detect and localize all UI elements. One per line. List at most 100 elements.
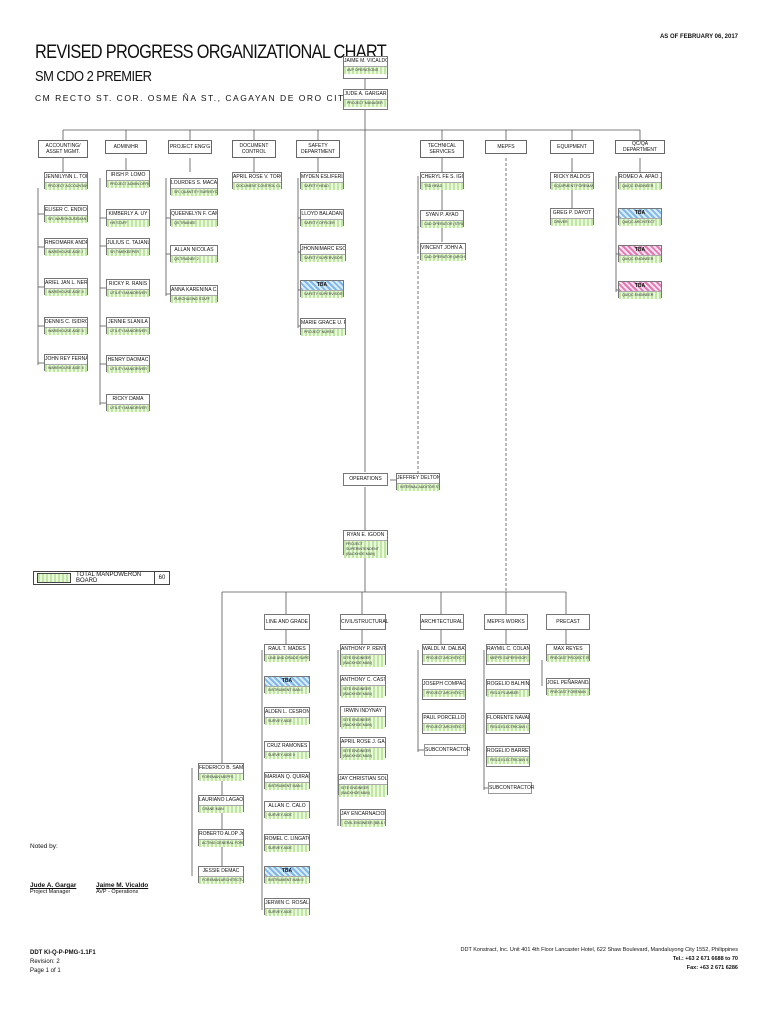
- person-name: APRIL ROSE J. GARGAR: [341, 738, 385, 748]
- person-role: FOREMAN ARCHITECTURAL: [199, 877, 243, 884]
- signatory-name: Jaime M. Vicaldo: [96, 882, 149, 889]
- person-name: KIMBERLY A. UY: [107, 210, 149, 220]
- person-name: HENRY DAOMAC: [107, 356, 149, 366]
- person-role: SURVEY AIDE II: [265, 752, 309, 759]
- person-name: ANTHONY P. RENTUMA: [341, 645, 385, 655]
- person-role: SITE ENGINEER (BACKHOE MAN): [341, 717, 385, 729]
- staff-box: JOHN REY FERNANDEZWAREHOUSE AIDE II: [44, 354, 88, 372]
- staff-box: ELISER C. ENDICOTSR. WAREHOUSEMAN: [44, 205, 88, 223]
- as-of-date: AS OF FEBRUARY 06, 2017: [659, 34, 738, 40]
- page-number: Page 1 of 1: [30, 968, 61, 974]
- person-name: TBA: [619, 282, 661, 292]
- person-role: PROJECT ACCOUNTANT: [45, 183, 87, 190]
- person-role: INSTRUMENT MAN II: [265, 877, 309, 884]
- dept-architectural: ARCHITECTURAL: [420, 614, 464, 630]
- person-name: QUEENELYN F. CAMAGAG: [171, 210, 217, 220]
- person-role: FIELD PLUMBER: [487, 690, 529, 697]
- person-name: MARIAN Q. QUIRANTE: [265, 773, 309, 783]
- person-role: PROJECT ARCHITECT: [423, 724, 465, 731]
- person-role: UTILITY MAN/DRIVER: [107, 405, 149, 412]
- staff-box: JULIUS C. TAJANLANGITSR TIMEKEEPER: [106, 238, 150, 256]
- noted-by-label: Noted by:: [30, 843, 58, 850]
- person-name: ROMEO A. APAO JR.: [619, 173, 661, 183]
- person-name: WALDL M. DALBAY: [423, 645, 465, 655]
- person-role: PRECAST PROJECT ENGINEER: [547, 655, 589, 662]
- person-name: CHERYL FE S. IGOY: [421, 173, 463, 183]
- manpower-legend: TOTAL MANPOWERON BOARD 60: [33, 571, 170, 585]
- staff-box: CHERYL FE S. IGOYTSD HEAD: [420, 172, 464, 190]
- person-name: MARIE GRACE U. RODRIGUEZ: [301, 319, 345, 329]
- person-role: FOREMAN MEPFS: [199, 774, 243, 781]
- staff-box: ANTHONY P. RENTUMASITE ENGINEER (BACKHOE…: [340, 644, 386, 667]
- person-role: DRIVER: [551, 219, 593, 226]
- person-name: TBA: [301, 281, 343, 291]
- avp-operations-box: JAIME M. VICALDO AVP OPERATIONS: [343, 56, 388, 79]
- staff-box: LOURDES S. MACALAMANSR. QUANTITY SURVEYO…: [170, 178, 218, 196]
- staff-box: FEDERICO B. SAMPOANGFOREMAN MEPFS: [198, 763, 244, 781]
- dept-project-engg: PROJECT ENG'G: [168, 140, 212, 154]
- person-name: JESSIE DEMAC: [199, 867, 243, 877]
- staff-box: QUEENELYN F. CAMAGAGQS TRAINEE: [170, 209, 218, 227]
- person-role: LINE AND GRADE SUPERVISOR: [265, 655, 309, 662]
- person-role: WAREHOUSE AIDE II: [45, 365, 87, 372]
- dept-admin-hr: ADMIN/HR: [105, 140, 147, 154]
- person-name: MAX REYES: [547, 645, 589, 655]
- person-name: LAURIANO LAGAO: [199, 796, 243, 806]
- staff-box: ARIEL JAN L. NERIOWAREHOUSE AIDE II: [44, 278, 88, 296]
- person-name: JENNILYNN L. TORNO: [45, 173, 87, 183]
- person-name: JAY ENCARNACION: [341, 810, 385, 820]
- person-name: SYAN P. AYAO: [421, 211, 463, 221]
- person-role: WAREHOUSE AIDE II: [45, 328, 87, 335]
- person-role: UTILITY MAN/DRIVER: [107, 366, 149, 373]
- person-role: WAREHOUSE AIDE II: [45, 289, 87, 296]
- person-name: JULIUS C. TAJANLANGIT: [107, 239, 149, 249]
- person-name: TBA: [265, 677, 309, 687]
- dept-line-and-grade: LINE AND GRADE: [264, 614, 310, 630]
- person-name: ROBERTO ALOP Jr.: [199, 830, 243, 840]
- person-name: DENNIS C. ISIDRO: [45, 318, 87, 328]
- legend-swatch: [37, 573, 71, 583]
- dept-document-control: DOCUMENT CONTROL: [232, 140, 276, 158]
- staff-box: JHONNIMARC ESCABINASSAFETY SUPERVISOR: [300, 244, 346, 262]
- person-role: EQUIPMENT FOREMAN: [551, 183, 593, 190]
- legend-count: 60: [154, 572, 169, 584]
- person-name: GREG P. DAYOT: [551, 209, 593, 219]
- person-name: IRWIN INDYNAY: [341, 707, 385, 717]
- person-role: SR TIMEKEEPER: [107, 249, 149, 256]
- person-name: FEDERICO B. SAMPOANG: [199, 764, 243, 774]
- person-name: JERWIN C. ROSAL: [265, 899, 309, 909]
- staff-box: ROMEL C. LINGATONGSURVEY AIDE: [264, 834, 310, 852]
- signatory-name: Jude A. Gargar: [30, 882, 77, 889]
- person-name: FLORENTE NAVALES: [487, 714, 529, 724]
- person-role: CRANE MAN: [199, 806, 243, 813]
- person-name: VINCENT JOHN A. DOLOSO: [421, 244, 465, 254]
- person-role: HR STAFF: [107, 220, 149, 227]
- person-role: PROJECT ADMIN OFFICER: [107, 181, 149, 188]
- dept-mepfs-works: MEPFS WORKS: [484, 614, 528, 630]
- staff-box: JENNILYNN L. TORNOPROJECT ACCOUNTANT: [44, 172, 88, 190]
- person-name: RICKY R. RANIS: [107, 280, 149, 290]
- person-role: CAD OPERATOR (ARCH'L): [421, 254, 465, 261]
- person-role: SITE ENGINEER (BACKHOE MAN): [341, 655, 385, 667]
- person-name: JAY CHRISTIAN SOLLOZO: [339, 775, 387, 785]
- person-role: SURVEY AIDE: [265, 718, 309, 725]
- person-role: UTILITY MAN/DRIVER: [107, 328, 149, 335]
- person-role: SAFETY OFFICER: [301, 220, 343, 227]
- person-role: SITE ENGINEER (BACKHOE MAN): [341, 748, 385, 760]
- project-address: CM RECTO ST. COR. OSME ÑA ST., CAGAYAN D…: [35, 93, 352, 103]
- person-role: MEPFS SUPERVISOR: [487, 655, 529, 662]
